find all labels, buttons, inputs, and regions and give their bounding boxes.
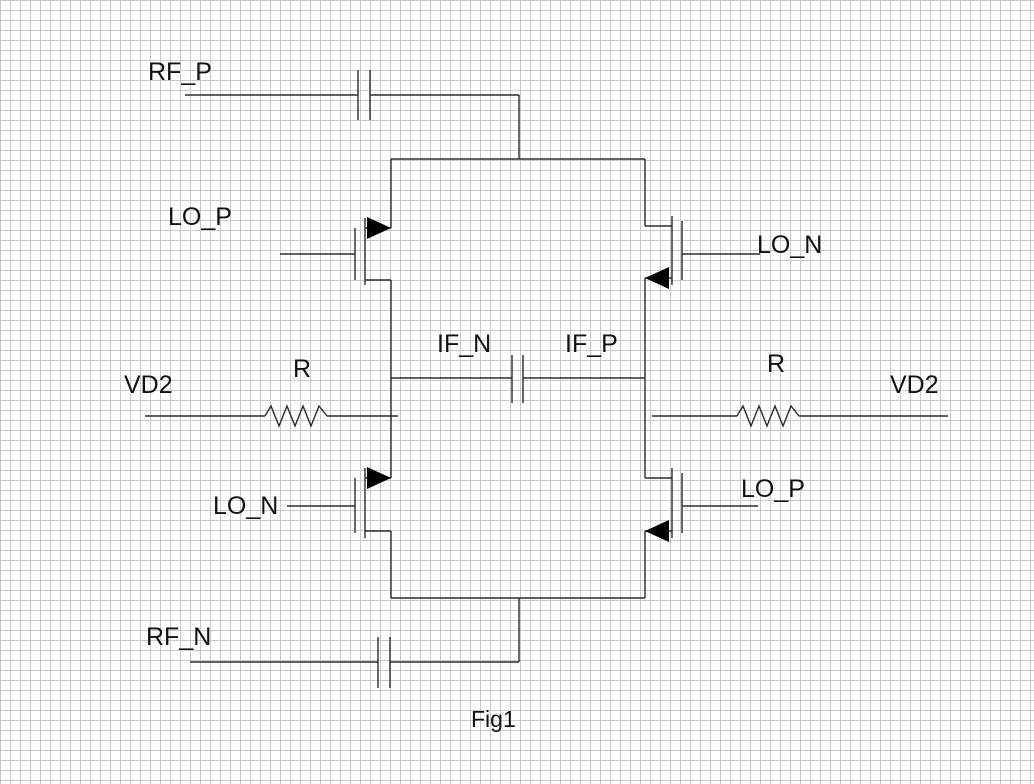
label-lo-p-right: LO_P: [741, 475, 805, 503]
if-capacitor: [511, 355, 645, 403]
label-lo-n-left: LO_N: [213, 492, 278, 520]
label-if-p: IF_P: [565, 330, 618, 358]
left-lower-emitter-arrow: [367, 467, 391, 489]
figure-caption: Fig1: [471, 706, 516, 732]
label-r-right: R: [767, 350, 785, 378]
label-vd2-left: VD2: [124, 371, 173, 399]
label-vd2-right: VD2: [890, 371, 939, 399]
transistor-right-lower: [644, 468, 758, 598]
label-rf-n: RF_N: [146, 623, 211, 651]
label-if-n: IF_N: [437, 330, 491, 358]
right-lower-emitter-arrow: [645, 520, 669, 542]
label-rf-p: RF_P: [148, 58, 212, 86]
resistor-right: [652, 404, 948, 428]
transistor-left-upper: [280, 159, 392, 285]
label-r-left: R: [293, 355, 311, 383]
label-lo-p-left: LO_P: [168, 203, 232, 231]
right-upper-emitter-arrow: [645, 267, 669, 289]
rf-n-branch: [190, 598, 520, 688]
rf-p-branch: [185, 70, 520, 159]
label-lo-n-right: LO_N: [757, 231, 822, 259]
left-upper-emitter-arrow: [367, 217, 391, 239]
transistor-left-lower: [287, 467, 392, 598]
transistor-right-upper: [644, 216, 760, 478]
resistor-left: [145, 404, 398, 428]
